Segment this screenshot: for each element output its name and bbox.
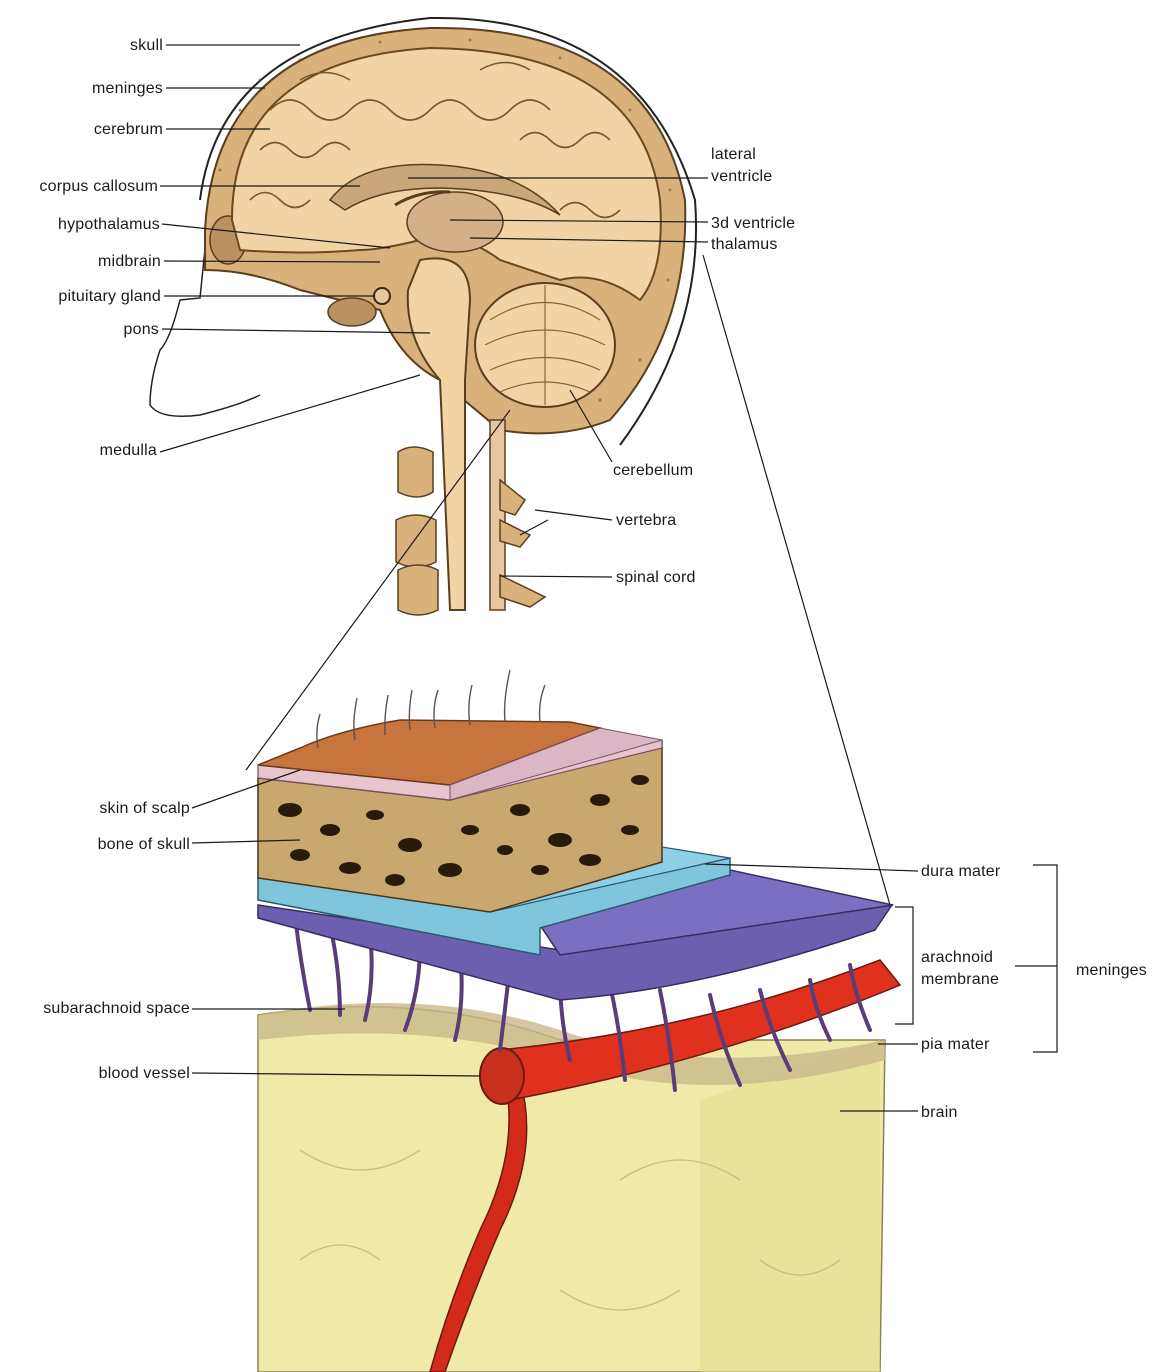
label-arachnoid-1: arachnoid [921,949,993,966]
label-skull: skull [130,37,163,54]
label-pons: pons [124,321,160,338]
pituitary [374,288,390,304]
label-spinal-cord: spinal cord [616,569,696,586]
label-arachnoid-2: membrane [921,971,999,988]
thalamus [407,192,503,252]
vertebrae [396,447,545,615]
label-pituitary-gland: pituitary gland [58,288,161,305]
label-corpus-callosum: corpus callosum [39,178,158,195]
label-skin-of-scalp: skin of scalp [99,800,190,817]
label-lateral-ventricle-1: lateral [711,146,756,163]
label-blood-vessel: blood vessel [99,1065,190,1082]
meninges-section-illustration [258,670,900,1372]
label-lateral-ventricle-2: ventricle [711,168,772,185]
label-midbrain: midbrain [98,253,161,270]
label-medulla: medulla [100,442,157,459]
label-third-ventricle: 3d ventricle [711,215,795,232]
arachnoid-bracket [895,907,913,1024]
sphenoid-sinus [328,298,376,326]
label-subarachnoid-space: subarachnoid space [43,1000,190,1017]
label-thalamus: thalamus [711,236,778,253]
label-hypothalamus: hypothalamus [58,216,160,233]
label-meninges-bracket: meninges [1076,962,1147,979]
label-dura-mater: dura mater [921,863,1001,880]
label-cerebrum: cerebrum [94,121,163,138]
label-cerebellum: cerebellum [613,462,693,479]
label-meninges-head: meninges [92,80,163,97]
head-section-illustration [150,18,696,615]
blood-vessel-cut-end [480,1048,524,1104]
label-vertebra: vertebra [616,512,676,529]
label-pia-mater: pia mater [921,1036,990,1053]
label-bone-of-skull: bone of skull [98,836,190,853]
label-brain: brain [921,1104,958,1121]
meninges-bracket [1033,865,1057,1052]
